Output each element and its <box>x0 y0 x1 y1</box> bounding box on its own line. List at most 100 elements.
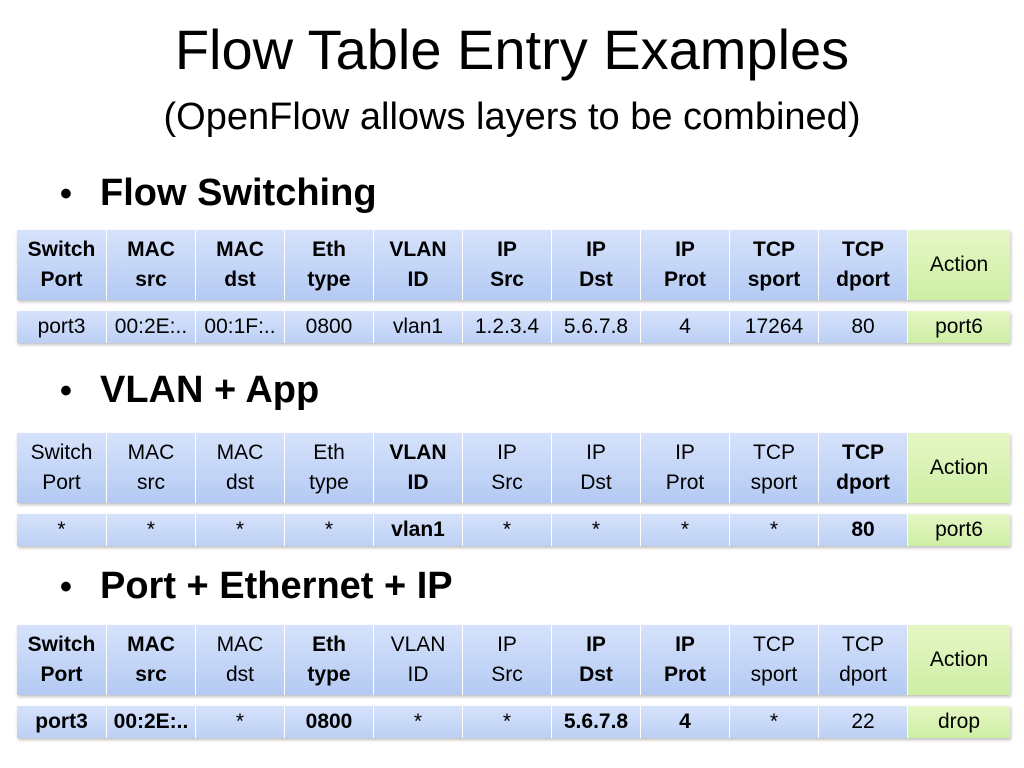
header-label-line1: Eth <box>312 633 346 656</box>
header-label-line1: IP <box>675 238 695 261</box>
header-label-line1: MAC <box>127 238 175 261</box>
header-label-line1: Action <box>929 648 989 671</box>
header-label-line2: dport <box>836 268 890 291</box>
header-label-line1: VLAN <box>389 238 447 261</box>
header-label-line2: sport <box>747 268 801 291</box>
header-label-line2: Src <box>490 268 524 291</box>
header-cell: Action <box>908 230 1010 300</box>
header-label-line2: sport <box>750 471 798 494</box>
header-label-line1: TCP <box>753 633 795 656</box>
header-label-line1: Switch <box>30 441 93 464</box>
bullet-icon: • <box>60 568 72 606</box>
header-label-line2: src <box>135 268 167 291</box>
header-label-line1: IP <box>586 441 606 464</box>
value-cell: 5.6.7.8 <box>552 706 641 738</box>
header-cell: VLAN ID <box>374 433 463 503</box>
section-heading: • Port + Ethernet + IP <box>60 563 453 610</box>
header-cell: IP Dst <box>552 433 641 503</box>
section-heading: • VLAN + App <box>60 367 319 414</box>
value-cell: * <box>374 706 463 738</box>
header-label-line2: ID <box>407 268 429 291</box>
value-cell: * <box>196 514 285 546</box>
header-cell: MAC dst <box>196 230 285 300</box>
header-label-line1: VLAN <box>389 441 447 464</box>
value-cell: 1.2.3.4 <box>463 311 552 343</box>
value-cell: 00:2E:.. <box>107 311 196 343</box>
value-cell: 17264 <box>730 311 819 343</box>
header-label-line2: src <box>137 471 165 494</box>
header-label-line2: Src <box>491 471 523 494</box>
value-cell: * <box>730 706 819 738</box>
header-label-line1: TCP <box>842 238 884 261</box>
header-label-line1: TCP <box>842 633 884 656</box>
header-cell: IP Dst <box>552 230 641 300</box>
value-cell: 5.6.7.8 <box>552 311 641 343</box>
value-cell: 00:1F:.. <box>196 311 285 343</box>
header-label-line1: IP <box>497 633 517 656</box>
bullet-icon: • <box>60 372 72 410</box>
section-heading-text: VLAN + App <box>100 369 320 411</box>
header-label-line2: sport <box>750 663 798 686</box>
value-cell: * <box>463 706 552 738</box>
header-label-line1: IP <box>586 238 606 261</box>
header-label-line1: MAC <box>216 633 264 656</box>
header-label-line2: dst <box>224 268 256 291</box>
header-label-line2: type <box>309 471 349 494</box>
header-label-line2: Src <box>491 663 523 686</box>
header-label-line1: IP <box>675 633 695 656</box>
header-label-line2: ID <box>407 663 429 686</box>
bullet-icon: • <box>60 175 72 213</box>
header-cell: TCP dport <box>819 230 908 300</box>
value-cell: 80 <box>819 311 908 343</box>
header-label-line2: dst <box>225 471 254 494</box>
header-cell: MAC dst <box>196 433 285 503</box>
value-cell: port3 <box>17 311 107 343</box>
header-label-line1: Action <box>929 456 989 479</box>
value-cell: 80 <box>819 514 908 546</box>
header-label-line1: IP <box>675 441 695 464</box>
header-label-line1: Eth <box>313 441 345 464</box>
header-label-line2: Prot <box>664 663 706 686</box>
header-cell: Eth type <box>285 433 374 503</box>
header-cell: TCP sport <box>730 433 819 503</box>
header-label-line1: MAC <box>127 633 175 656</box>
value-cell: vlan1 <box>374 311 463 343</box>
section-heading-text: Flow Switching <box>100 172 377 214</box>
header-cell: IP Prot <box>641 625 730 695</box>
header-cell: MAC src <box>107 230 196 300</box>
value-cell: * <box>463 514 552 546</box>
value-cell: port3 <box>17 706 107 738</box>
header-cell: VLAN ID <box>374 230 463 300</box>
value-cell: 4 <box>641 311 730 343</box>
value-cell: port6 <box>908 311 1010 343</box>
header-label-line2: Dst <box>580 471 612 494</box>
header-label-line2: Dst <box>579 268 613 291</box>
value-cell: * <box>730 514 819 546</box>
header-label-line1: VLAN <box>390 633 446 656</box>
header-cell: TCP sport <box>730 625 819 695</box>
header-label-line2: Dst <box>579 663 613 686</box>
header-cell: IP Src <box>463 433 552 503</box>
section-heading-text: Port + Ethernet + IP <box>100 565 453 607</box>
header-label-line1: Switch <box>27 238 96 261</box>
header-label-line1: MAC <box>216 441 264 464</box>
header-label-line1: IP <box>497 441 517 464</box>
header-cell: Action <box>908 625 1010 695</box>
value-cell: * <box>641 514 730 546</box>
value-cell: drop <box>908 706 1010 738</box>
slide-title: Flow Table Entry Examples <box>174 18 850 81</box>
header-label-line2: ID <box>407 471 429 494</box>
header-label-line1: TCP <box>753 441 795 464</box>
header-label-line1: MAC <box>216 238 264 261</box>
